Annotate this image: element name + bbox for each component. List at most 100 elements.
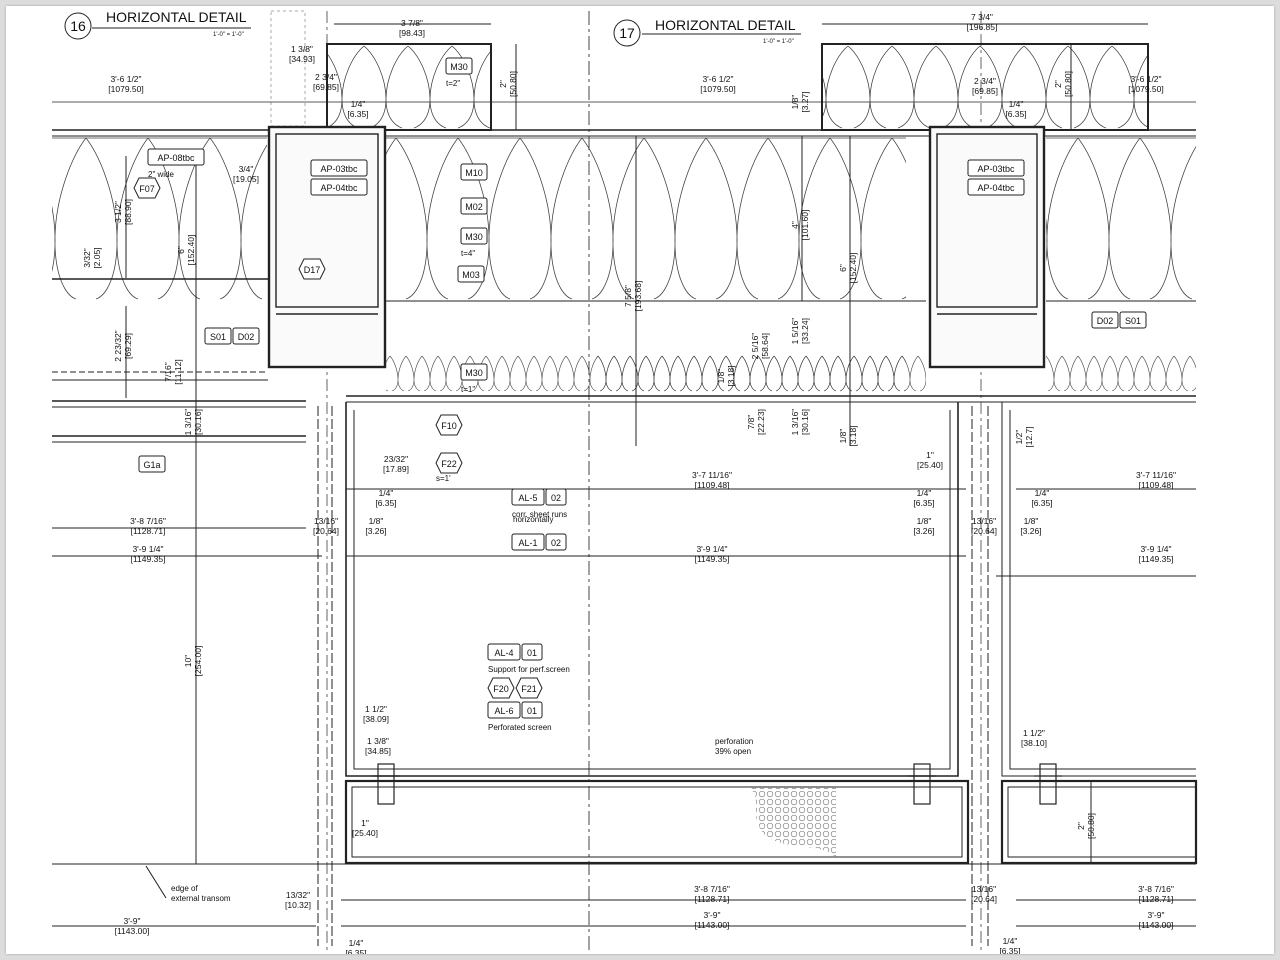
dimension-metric: [69.85]	[313, 82, 339, 92]
tag-t9: D17	[298, 258, 326, 280]
dimension-imperial: 3'-9 1/4"	[696, 544, 727, 554]
dimension-imperial: 3'-7 11/16"	[1136, 470, 1176, 480]
dimension-imperial: 4"	[790, 221, 800, 229]
tag-hexagon	[487, 677, 515, 699]
tag-label: AP-03tbc	[320, 164, 358, 174]
dimension-imperial: 2"	[1053, 80, 1063, 88]
tag-box	[232, 327, 260, 345]
dimension-metric: [20.64]	[971, 526, 997, 536]
note-edge: edge of	[171, 884, 198, 893]
tag-label: AL-4	[494, 648, 513, 658]
dimension-d61: 1/4"[6.35]	[999, 936, 1020, 954]
dimension-d20: 10"[254.00]	[183, 646, 203, 677]
dimension-imperial: 13/16"	[972, 884, 996, 894]
dimension-metric: [33.24]	[800, 318, 810, 344]
dimension-metric: [1109.48]	[695, 480, 730, 490]
dimension-d35: 6"[152.40]	[838, 253, 858, 284]
dimension-d48: 1/4"[6.35]	[1031, 488, 1052, 508]
dimension-imperial: 1/8"	[1024, 516, 1039, 526]
dimension-metric: [193.68]	[633, 281, 643, 312]
dimension-d44: 1/2"[12.7]	[1014, 426, 1034, 447]
dimension-imperial: 3/32"	[82, 248, 92, 268]
dimension-d10: 6"[152.40]	[176, 235, 196, 266]
tag-label: G1a	[143, 460, 160, 470]
dimension-d54: 1 1/2"[38.10]	[1021, 728, 1047, 748]
dimension-imperial: 3'-9 1/4"	[1140, 544, 1171, 554]
dimension-metric: [152.40]	[186, 235, 196, 266]
dimension-metric: [196.85]	[967, 22, 998, 32]
dimension-metric: [20.64]	[313, 526, 339, 536]
dimension-metric: [38.10]	[1021, 738, 1047, 748]
dimension-imperial: 1/8"	[790, 95, 800, 110]
tag-box	[445, 57, 473, 75]
dimension-metric: [69.85]	[972, 86, 998, 96]
dimension-d4: 3'-6 1/2"[1079.50]	[108, 74, 143, 94]
dimension-d14: 23/32"[17.89]	[383, 454, 409, 474]
dimension-metric: [1079.50]	[108, 84, 143, 94]
dimension-metric: [6.35]	[375, 498, 396, 508]
dimension-metric: [6.35]	[1031, 498, 1052, 508]
tag-box	[460, 227, 488, 245]
dimension-d51: 1/8"[3.26]	[1020, 516, 1041, 536]
tag-label: M30	[465, 368, 483, 378]
dimension-d45: 3'-7 11/16"[1109.48]	[692, 470, 732, 490]
dimension-layer: 3 7/8"[98.43]1 3/8"[34.93]2 3/4"[69.85]3…	[82, 12, 1176, 954]
dimension-imperial: 3'-6 1/2"	[1130, 74, 1161, 84]
tag-label: 01	[527, 648, 537, 658]
dimension-imperial: 13/32"	[286, 890, 310, 900]
tag-t22: AP-04tbc	[967, 178, 1025, 196]
tag-box	[147, 148, 205, 166]
dimension-d37: 2 5/16"[58.64]	[750, 333, 770, 360]
dimension-d26: 1/4"[6.35]	[345, 938, 366, 954]
dimension-metric: [6.35]	[347, 109, 368, 119]
dimension-metric: [1128.71]	[131, 526, 166, 536]
dimension-imperial: 1"	[926, 450, 934, 460]
dimension-d3: 2 3/4"[69.85]	[313, 72, 339, 92]
drawing-canvas: 16 HORIZONTAL DETAIL 1'-0" = 1'-0" 17 HO…	[52, 9, 1198, 954]
dimension-metric: [12.7]	[1024, 426, 1034, 447]
dimension-d57: 13/16"[20.64]	[971, 884, 997, 904]
dimension-imperial: 1/4"	[1009, 99, 1024, 109]
geometry	[52, 10, 1198, 954]
note-edge-2: external transom	[171, 894, 231, 903]
tag-hexagon	[515, 677, 543, 699]
dimension-metric: [1128.71]	[1139, 894, 1174, 904]
tag-box	[138, 455, 166, 473]
dimension-imperial: 1 5/16"	[790, 318, 800, 345]
dimension-metric: [19.05]	[233, 174, 259, 184]
dimension-d23: 1"[25.40]	[352, 818, 378, 838]
dimension-d42: 1/8"[3.18]	[838, 425, 858, 446]
dimension-d11: 2 23/32"[69.29]	[113, 330, 133, 361]
dimension-metric: [3.18]	[726, 365, 736, 386]
dimension-imperial: 1"	[361, 818, 369, 828]
tag-label: AL-5	[518, 493, 537, 503]
detail-number: 16	[70, 18, 86, 34]
note-horizontally: horizontally	[513, 515, 553, 524]
dimension-metric: [1079.50]	[700, 84, 735, 94]
dimension-d46: 3'-7 11/16"[1109.48]	[1136, 470, 1176, 490]
dimension-metric: [1109.48]	[1139, 480, 1174, 490]
dimension-metric: [69.29]	[123, 333, 133, 359]
dimension-d33: 3'-6 1/2"[1079.50]	[1128, 74, 1163, 94]
dimension-metric: [30.16]	[193, 409, 203, 435]
tag-box	[460, 163, 488, 181]
dimension-metric: [1143.00]	[695, 920, 730, 930]
dimension-metric: [1143.00]	[1139, 920, 1174, 930]
tag-note: t=4"	[461, 249, 475, 258]
tag-label: F10	[441, 421, 457, 431]
dimension-metric: [1079.50]	[1128, 84, 1163, 94]
drawing-sheet: 16 HORIZONTAL DETAIL 1'-0" = 1'-0" 17 HO…	[6, 6, 1274, 954]
dimension-d27: 7 3/4"[196.85]	[967, 12, 998, 32]
dimension-metric: [34.93]	[289, 54, 315, 64]
dimension-d41: 1 3/16"[30.16]	[790, 409, 810, 436]
dimension-imperial: 3'-8 7/16"	[130, 516, 166, 526]
dimension-imperial: 6"	[176, 246, 186, 254]
tag-hexagon	[435, 414, 463, 436]
dimension-metric: [6.35]	[999, 946, 1020, 954]
tag-box	[1091, 311, 1119, 329]
